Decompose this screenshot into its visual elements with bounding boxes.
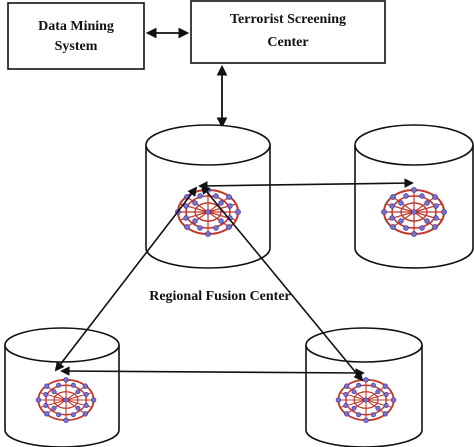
screening-center-label-2: Center bbox=[267, 35, 308, 50]
data-mining-label-1: Data Mining bbox=[38, 19, 114, 34]
screening-center-box bbox=[190, 0, 386, 64]
regional-fusion-label: Regional Fusion Center bbox=[149, 289, 291, 304]
data-mining-label-2: System bbox=[55, 39, 98, 54]
cylinder-bottom-right bbox=[305, 327, 423, 447]
data-mining-box bbox=[7, 2, 145, 70]
molecule-icon bbox=[35, 376, 97, 424]
molecule-icon bbox=[335, 376, 397, 424]
cylinder-bottom-left bbox=[4, 327, 120, 447]
screening-center-label-1: Terrorist Screening bbox=[230, 12, 346, 27]
connector-center-bottom-left bbox=[54, 186, 198, 372]
connector-center-bottom-right bbox=[200, 184, 364, 382]
connector-bottom-left-bottom-right bbox=[60, 366, 365, 378]
molecule-icon bbox=[174, 186, 242, 238]
molecule-icon bbox=[380, 186, 448, 238]
